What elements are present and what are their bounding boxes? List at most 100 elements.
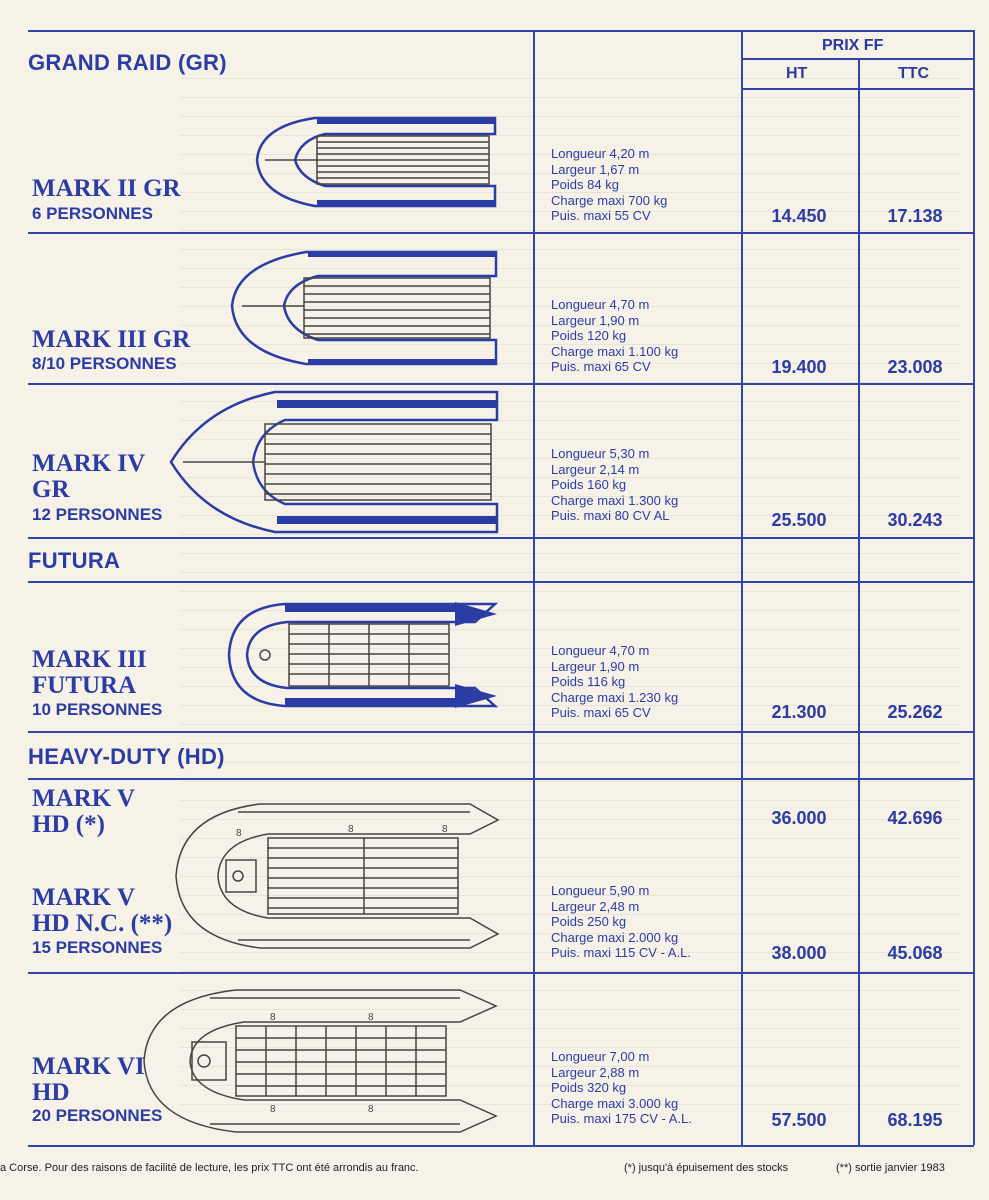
model-name-line2: HD (*) [32, 811, 105, 838]
svg-text:8: 8 [270, 1012, 276, 1023]
price-ht: 25.500 [771, 510, 827, 530]
specs-block: Longueur 4,70 m Largeur 1,90 m Poids 116… [551, 643, 678, 721]
specs-block: Longueur 5,30 m Largeur 2,14 m Poids 160… [551, 446, 678, 524]
model-name-line2: GR [32, 476, 70, 503]
rule-row-3 [28, 537, 974, 539]
model-name-line1: MARK IV [32, 450, 146, 477]
model-name-line1: MARK VI [32, 1053, 145, 1080]
section-title-heavy-duty: HEAVY-DUTY (HD) [28, 744, 225, 769]
rule-row-4 [28, 581, 974, 583]
rule-row-7 [28, 972, 974, 974]
col-rule-specs [533, 30, 535, 1145]
price-ht: 36.000 [771, 808, 827, 828]
model-name-line1: MARK V [32, 785, 136, 812]
spec-poids: Poids 250 kg [551, 914, 627, 929]
svg-text:8: 8 [236, 828, 242, 839]
spec-charge: Charge maxi 1.100 kg [551, 343, 679, 359]
model-name-line1: MARK III [32, 646, 147, 673]
specs-block: Longueur 7,00 m Largeur 2,88 m Poids 320… [551, 1049, 692, 1127]
price-ttc: 68.195 [887, 1110, 943, 1130]
price-ttc: 23.008 [887, 357, 943, 377]
boat-illustration-mark-v-hd: 8 8 8 [175, 803, 500, 949]
spec-largeur: Largeur 2,88 m [551, 1064, 640, 1080]
footnote-stock: (*) jusqu'à épuisement des stocks [624, 1162, 789, 1174]
model-name-line1: MARK V [32, 884, 136, 911]
spec-longueur: Longueur 5,30 m [551, 446, 650, 461]
rule-top [28, 30, 974, 32]
price-ht: 57.500 [771, 1110, 827, 1130]
header-prix: PRIX FF [822, 37, 884, 54]
spec-longueur: Longueur 4,20 m [551, 146, 650, 161]
boat-illustration-mark-iv-gr [169, 390, 499, 534]
spec-poids: Poids 320 kg [551, 1080, 627, 1095]
spec-puissance: Puis. maxi 80 CV AL [551, 508, 670, 523]
svg-text:8: 8 [368, 1012, 374, 1023]
rule-row-5 [28, 731, 974, 733]
rule-header-split [741, 58, 974, 60]
model-name: MARK III GR [32, 326, 191, 353]
spec-poids: Poids 116 kg [551, 674, 626, 689]
price-ttc: 45.068 [887, 943, 943, 963]
svg-text:8: 8 [270, 1104, 276, 1115]
footnote-release: (**) sortie janvier 1983 [836, 1162, 945, 1174]
model-name-line2: HD [32, 1079, 70, 1106]
section-title-grand-raid: GRAND RAID (GR) [28, 50, 227, 75]
price-ttc: 30.243 [887, 510, 943, 530]
spec-longueur: Longueur 4,70 m [551, 643, 650, 658]
spec-poids: Poids 120 kg [551, 328, 627, 343]
price-ttc: 25.262 [887, 702, 943, 722]
model-persons: 8/10 PERSONNES [32, 354, 177, 373]
spec-puissance: Puis. maxi 65 CV [551, 705, 651, 720]
svg-text:8: 8 [442, 824, 448, 835]
boat-illustration-mark-iii-futura [227, 602, 499, 708]
spec-largeur: Largeur 1,67 m [551, 161, 640, 177]
price-ttc: 17.138 [887, 206, 943, 226]
footnote-rounding: a Corse. Pour des raisons de facilité de… [0, 1162, 419, 1174]
model-persons: 15 PERSONNES [32, 938, 163, 957]
rule-header-bottom [741, 88, 974, 90]
spec-charge: Charge maxi 700 kg [551, 192, 668, 208]
spec-longueur: Longueur 4,70 m [551, 297, 650, 312]
model-persons: 12 PERSONNES [32, 505, 163, 524]
spec-largeur: Largeur 2,14 m [551, 461, 640, 477]
spec-charge: Charge maxi 1.300 kg [551, 492, 679, 508]
svg-text:8: 8 [348, 824, 354, 835]
spec-puissance: Puis. maxi 55 CV [551, 208, 651, 223]
spec-largeur: Largeur 1,90 m [551, 658, 640, 674]
model-name-line2: HD N.C. (**) [32, 910, 173, 937]
col-rule-ht [741, 30, 743, 1145]
specs-block: Longueur 4,70 m Largeur 1,90 m Poids 120… [551, 297, 678, 375]
spec-longueur: Longueur 7,00 m [551, 1049, 650, 1064]
spec-charge: Charge maxi 3.000 kg [551, 1095, 679, 1111]
specs-block: Longueur 5,90 m Largeur 2,48 m Poids 250… [551, 883, 691, 961]
rule-row-2 [28, 383, 974, 385]
spec-longueur: Longueur 5,90 m [551, 883, 650, 898]
specs-block: Longueur 4,20 m Largeur 1,67 m Poids 84 … [551, 146, 667, 224]
price-ht: 19.400 [771, 357, 827, 377]
col-rule-right [973, 30, 975, 1145]
spec-poids: Poids 160 kg [551, 477, 627, 492]
rule-bottom [28, 1145, 974, 1147]
section-title-futura: FUTURA [28, 548, 121, 573]
price-ht: 38.000 [771, 943, 827, 963]
boat-illustration-mark-vi-hd: 8 8 8 8 [143, 989, 498, 1133]
spec-poids: Poids 84 kg [551, 177, 619, 192]
model-name: MARK II GR [32, 175, 181, 202]
rule-row-1 [28, 232, 974, 234]
header-ttc: TTC [898, 65, 930, 82]
boat-illustration-mark-iii-gr [230, 250, 498, 366]
spec-largeur: Largeur 1,90 m [551, 312, 640, 328]
price-ttc: 42.696 [887, 808, 943, 828]
boat-illustration-mark-ii-gr [255, 116, 497, 208]
spec-puissance: Puis. maxi 115 CV - A.L. [551, 945, 691, 960]
model-persons: 10 PERSONNES [32, 700, 163, 719]
spec-largeur: Largeur 2,48 m [551, 898, 640, 914]
model-name-line2: FUTURA [32, 672, 137, 699]
svg-text:8: 8 [368, 1104, 374, 1115]
price-ht: 14.450 [771, 206, 827, 226]
header-ht: HT [786, 65, 808, 82]
col-rule-ttc [858, 58, 860, 1145]
model-persons: 20 PERSONNES [32, 1106, 163, 1125]
spec-charge: Charge maxi 1.230 kg [551, 689, 679, 705]
